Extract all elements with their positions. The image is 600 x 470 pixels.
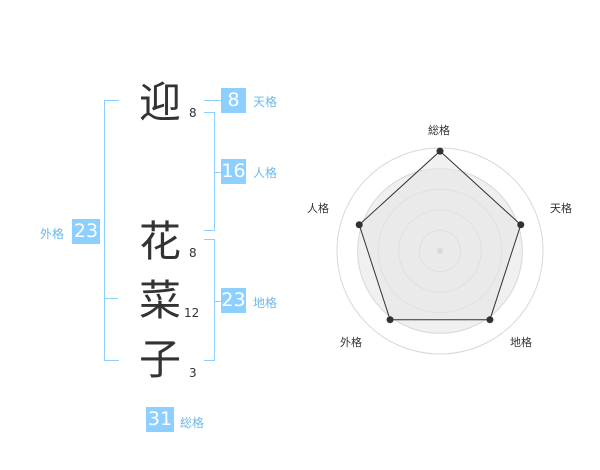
radar-series-polygon [358,150,522,321]
radar-point-4 [355,221,363,229]
radar-point-0 [436,147,444,155]
stroke-count-4: 3 [189,366,197,380]
jinkaku-badge: 16 [221,159,246,184]
chikaku-bracket [204,239,215,361]
jinkaku-connector [214,172,221,173]
stroke-count-1: 8 [189,106,197,120]
radar-label-chikaku: 地格 [510,336,532,349]
stroke-count-3: 12 [184,306,200,320]
name-char-2: 花 [138,217,181,266]
radar-point-3 [386,316,394,324]
radar-ring [336,147,544,355]
tenkaku-bracket [204,100,214,101]
radar-label-soukaku: 総格 [428,124,450,137]
chikaku-label: 地格 [253,296,278,310]
chikaku-badge: 23 [221,288,246,313]
tenkaku-label: 天格 [253,95,278,109]
gaikaku-label: 外格 [40,227,65,241]
name-char-4: 子 [138,335,181,384]
gaikaku-bracket-tick [104,298,118,299]
name-char-1: 迎 [138,78,181,127]
tenkaku-connector [214,100,221,101]
radar-point-1 [517,221,525,229]
radar-ring [398,209,482,293]
jinkaku-bracket [204,112,215,231]
radar-label-tenkaku: 天格 [550,202,572,215]
radar-point-2 [486,316,494,324]
radar-label-gaikaku: 外格 [340,336,362,349]
radar-ring [377,188,503,314]
radar-ring [418,229,462,273]
gaikaku-bracket [104,100,119,361]
jinkaku-label: 人格 [253,166,278,180]
soukaku-badge: 31 [146,407,174,432]
soukaku-label: 総格 [180,416,205,430]
tenkaku-badge: 8 [221,88,246,113]
name-char-3: 菜 [138,276,181,325]
chikaku-connector [214,301,221,302]
gaikaku-badge: 23 [72,219,100,244]
radar-ring [357,168,523,334]
stroke-count-2: 8 [189,246,197,260]
radar-label-jinkaku: 人格 [307,202,329,215]
radar-center-dot [437,248,443,254]
